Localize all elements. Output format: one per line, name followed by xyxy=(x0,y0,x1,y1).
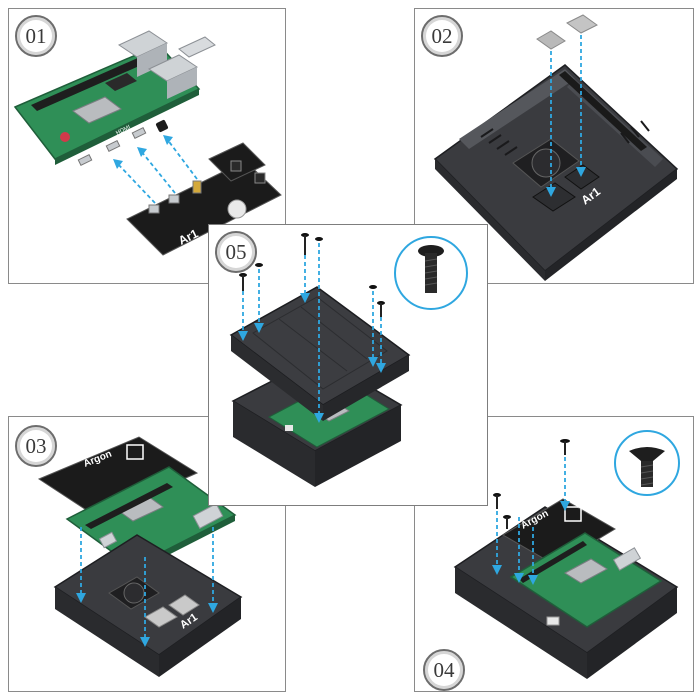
arrow-heads xyxy=(113,135,173,169)
case-side xyxy=(587,587,677,679)
ethernet-port-side xyxy=(137,43,167,77)
usb-c-port xyxy=(77,154,93,166)
screw xyxy=(560,439,570,455)
step-number: 01 xyxy=(25,23,47,48)
gpio-header xyxy=(519,541,587,583)
lid-side xyxy=(231,335,323,421)
soc-chip xyxy=(564,558,608,584)
brand-mark-icon xyxy=(564,506,582,522)
soc-chip xyxy=(72,96,122,124)
step-03-illustration: Argon Ar1 xyxy=(37,436,243,677)
arrow-heads xyxy=(492,501,570,585)
step-number: 05 xyxy=(225,239,247,264)
step-04-panel: 04 Argon xyxy=(414,416,694,692)
step-02-panel: 02 Ar1 xyxy=(414,8,694,284)
arrow-heads xyxy=(238,293,386,423)
case-side xyxy=(159,597,241,677)
thermal-pad xyxy=(536,30,566,50)
step-02-illustration: Ar1 xyxy=(433,14,679,281)
thermal-pad xyxy=(566,14,598,34)
micro-hdmi-port xyxy=(131,127,147,139)
audio-jack xyxy=(230,160,242,172)
screw xyxy=(493,493,501,509)
raspberry-logo-icon xyxy=(60,132,70,142)
arrow-heads xyxy=(76,593,218,647)
board-edge xyxy=(55,89,199,165)
usb-port xyxy=(178,36,216,58)
alignment-arrows xyxy=(80,527,214,639)
gpio-header xyxy=(31,53,155,111)
lid-side xyxy=(323,355,409,421)
screw xyxy=(503,515,511,529)
step-number: 03 xyxy=(25,433,47,458)
step-05-illustration xyxy=(229,233,468,487)
step-number-badge: 05 xyxy=(215,231,257,273)
step-05-panel: 05 xyxy=(208,224,488,506)
thermal-pad xyxy=(144,606,178,628)
screw xyxy=(255,263,263,267)
step-number: 02 xyxy=(431,23,453,48)
board-label xyxy=(285,425,293,431)
step-04-illustration: Argon xyxy=(453,430,680,679)
case-side xyxy=(55,587,159,677)
alignment-arrows xyxy=(242,243,382,415)
step-01-panel: 01 HDMI Ar1 xyxy=(8,8,286,284)
thermal-pad xyxy=(168,594,200,616)
alignment-arrows xyxy=(550,35,582,189)
case-side xyxy=(545,169,677,281)
step-number-badge: 03 xyxy=(15,425,57,467)
case-inner-wall xyxy=(459,69,575,149)
gpio-header xyxy=(85,483,173,529)
micro-hdmi-port xyxy=(105,140,121,152)
expansion-board xyxy=(37,436,199,518)
screw xyxy=(369,285,377,289)
usb-port xyxy=(192,503,224,529)
usb-port xyxy=(612,547,642,571)
step-number-badge: 04 xyxy=(423,649,465,691)
step-number: 04 xyxy=(433,657,455,682)
audio-jack xyxy=(254,172,266,184)
case-side xyxy=(315,405,401,487)
audio-jack xyxy=(155,119,169,133)
step-03-panel: 03 Argon Ar1 xyxy=(8,416,286,692)
pan-head-screw-icon xyxy=(418,245,444,293)
expansion-board xyxy=(126,160,282,256)
step-number-badge: 01 xyxy=(15,15,57,57)
case-side xyxy=(435,159,545,281)
board-sticker xyxy=(227,199,247,219)
ram-chip xyxy=(105,73,137,91)
countersunk-screw-icon xyxy=(629,447,665,487)
expansion-board xyxy=(502,498,616,566)
lid-texture xyxy=(252,296,388,390)
brand-mark-icon xyxy=(126,444,144,460)
fan-hub xyxy=(531,148,561,178)
usb-c-port xyxy=(98,531,118,549)
screw xyxy=(239,273,247,291)
hdmi-adapter-connector xyxy=(148,204,160,214)
alignment-arrows xyxy=(496,457,566,577)
case-side xyxy=(233,401,315,487)
vent-slots xyxy=(480,120,650,156)
screw xyxy=(301,233,309,255)
step-01-illustration: HDMI Ar1 xyxy=(13,30,282,256)
case-side xyxy=(455,567,587,679)
screw xyxy=(377,301,385,317)
arrow-heads xyxy=(546,167,586,197)
screw xyxy=(315,237,323,241)
hdmi-adapter-connector xyxy=(168,194,180,204)
fan-hub xyxy=(123,582,145,604)
alignment-arrows xyxy=(116,138,198,204)
step-number-badge: 02 xyxy=(421,15,463,57)
board-label xyxy=(546,616,560,626)
usb-port-side xyxy=(167,67,197,99)
audio-plug xyxy=(192,180,202,194)
